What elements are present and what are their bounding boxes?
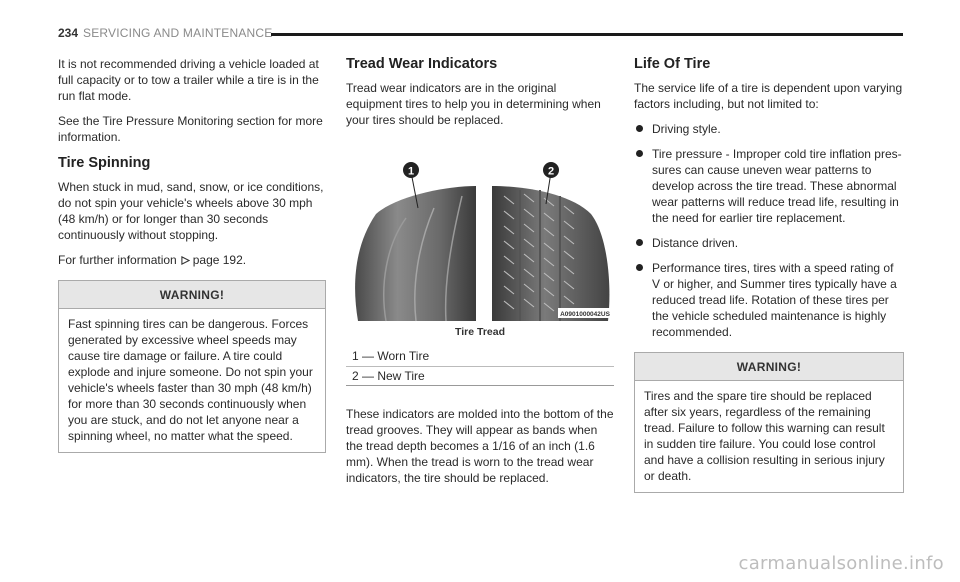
column-1: It is not recommended driving a vehicle … bbox=[58, 56, 326, 453]
life-of-tire-intro: The service life of a tire is dependent … bbox=[634, 81, 903, 111]
callout-2-marker bbox=[543, 162, 559, 178]
reference-page-link[interactable]: page 192. bbox=[192, 253, 247, 267]
figure-legend: 1 — Worn Tire 2 — New Tire bbox=[346, 348, 614, 386]
reference-prefix: For further information bbox=[58, 253, 177, 267]
bullet-icon bbox=[636, 125, 643, 132]
tire-tread-figure: 1 2 A0901000042US bbox=[346, 156, 614, 324]
new-tire-shape bbox=[492, 186, 610, 321]
bullet-icon bbox=[636, 264, 643, 271]
callout-1-number: 1 bbox=[408, 166, 414, 178]
worn-tire-shape bbox=[355, 186, 476, 321]
list-item: Tire pressure - Improper cold tire infla… bbox=[634, 146, 904, 226]
see-also-paragraph: See the Tire Pressure Monitoring section… bbox=[58, 114, 323, 144]
tread-wear-intro: Tread wear indicators are in the origina… bbox=[346, 81, 601, 127]
column-3: Life Of Tire The service life of a tire … bbox=[634, 56, 904, 493]
warning-title: WARNING! bbox=[635, 353, 903, 381]
warning-text: Tires and the spare tire should be repla… bbox=[644, 389, 885, 483]
site-watermark: carmanualsonline.info bbox=[738, 553, 944, 574]
header-rule bbox=[271, 33, 903, 36]
warning-title: WARNING! bbox=[59, 281, 325, 309]
section-title: SERVICING AND MAINTENANCE bbox=[83, 26, 273, 40]
list-item: Distance driven. bbox=[634, 235, 904, 251]
tire-life-factors-list: Driving style. Tire pressure - Improper … bbox=[634, 121, 904, 340]
page-header: 234 SERVICING AND MAINTENANCE bbox=[58, 26, 903, 42]
run-flat-paragraph: It is not recommended driving a vehicle … bbox=[58, 57, 319, 103]
warning-box-spinning: WARNING! Fast spinning tires can be dang… bbox=[58, 280, 326, 453]
figure-image-code: A0901000042US bbox=[560, 311, 611, 318]
new-tire-tread-grooves bbox=[503, 193, 575, 312]
legend-item-worn: 1 — Worn Tire bbox=[352, 349, 430, 363]
legend-item-new: 2 — New Tire bbox=[346, 366, 614, 385]
tread-indicator-paragraph: These indicators are molded into the bot… bbox=[346, 407, 614, 485]
tread-wear-heading: Tread Wear Indicators bbox=[346, 56, 498, 72]
page-reference-arrow-icon bbox=[181, 256, 190, 265]
tire-spinning-paragraph: When stuck in mud, sand, snow, or ice co… bbox=[58, 180, 324, 242]
life-of-tire-heading: Life Of Tire bbox=[634, 56, 711, 72]
list-item: Driving style. bbox=[634, 121, 904, 137]
bullet-icon bbox=[636, 239, 643, 246]
further-info-reference: For further information page 192. bbox=[58, 252, 326, 268]
bullet-icon bbox=[636, 150, 643, 157]
page-number: 234 bbox=[58, 26, 79, 40]
column-2: Tread Wear Indicators Tread wear indicat… bbox=[346, 56, 614, 495]
tire-tread-illustration: 1 2 A0901000042US bbox=[355, 162, 612, 322]
callout-2-number: 2 bbox=[548, 166, 554, 178]
figure-caption: Tire Tread bbox=[455, 326, 505, 338]
warning-box-tire-age: WARNING! Tires and the spare tire should… bbox=[634, 352, 904, 493]
list-item: Performance tires, tires with a speed ra… bbox=[634, 260, 904, 340]
warning-text: Fast spinning tires can be dangerous. Fo… bbox=[68, 317, 313, 443]
tire-spinning-heading: Tire Spinning bbox=[58, 155, 151, 171]
callout-1-marker bbox=[403, 162, 419, 178]
